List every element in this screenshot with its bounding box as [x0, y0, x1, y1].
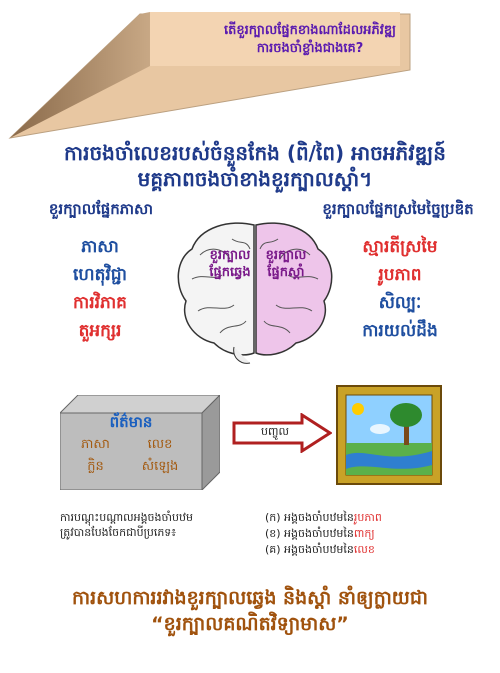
bottom-line-1: ការសហការរវាងខួរក្បាលឆ្វេង និងស្ដាំ នាំឲ្… — [72, 587, 428, 609]
banner-line-1: តើខួរក្បាលផ្នែកខាងណាដែលអភិវឌ្ឍ — [224, 23, 396, 38]
right-item-2: រូបភាព — [378, 265, 422, 285]
memory-type-3-prefix: (គ) អង្គចងចាំបឋមនៃ — [265, 543, 354, 556]
info-box-title: ព័ត៌មាន — [109, 413, 153, 431]
memory-type-2-prefix: (ខ) អង្គចងចាំបឋមនៃ — [265, 527, 354, 540]
memory-type-1-highlight: រូបភាព — [353, 511, 382, 524]
memory-types-list: (ក) អង្គចងចាំបឋមនៃរូបភាព (ខ) អង្គចងចាំបឋ… — [265, 510, 485, 558]
memory-type-1: (ក) អង្គចងចាំបឋមនៃរូបភាព — [265, 510, 485, 526]
memory-type-1-prefix: (ក) អង្គចងចាំបឋមនៃ — [265, 511, 354, 524]
caption-line-1: ការបណ្ដុះបណ្ដាលអង្គចងចាំបឋម — [60, 511, 193, 524]
right-arrow-icon — [232, 413, 332, 453]
brain-right-label: ខួរក្បាលផ្នែកស្ដាំ — [265, 248, 307, 280]
arrow-label: បញ្ចូល — [261, 425, 289, 438]
right-item-4: ការយល់ដឹង — [362, 321, 438, 341]
bottom-line-2: “ខួរក្បាលគណិតវិទ្យាមាស” — [151, 613, 349, 635]
info-cell-3: ក្លិន — [87, 459, 104, 474]
headline-line-2: មគ្គភាពចងចាំខាងខួរក្បាលស្ដាំ។ — [137, 167, 373, 191]
banner-wedge — [8, 12, 411, 139]
memory-type-2-highlight: ពាក្យ — [353, 527, 375, 540]
info-box — [60, 395, 220, 490]
info-cell-1: ភាសា — [81, 437, 110, 452]
left-item-4: តួអក្សរ — [78, 321, 122, 341]
left-item-3: ការវិភាគ — [73, 293, 127, 313]
caption: ការបណ្ដុះបណ្ដាលអង្គចងចាំបឋម ត្រូវបានបែងច… — [60, 510, 260, 540]
left-item-1: ភាសា — [81, 237, 119, 257]
bottom-statement: ការសហការរវាងខួរក្បាលឆ្វេង និងស្ដាំ នាំឲ្… — [10, 585, 490, 637]
memory-type-3-highlight: លេខ — [353, 543, 375, 556]
memory-type-2: (ខ) អង្គចងចាំបឋមនៃពាក្យ — [265, 526, 485, 542]
right-item-3: សិល្បៈ — [378, 293, 422, 313]
info-cell-4: សំឡេង — [141, 459, 179, 474]
caption-line-2: ត្រូវបានបែងចែកជាបីប្រភេទ៖ — [60, 526, 177, 539]
left-column-title: ខួរក្បាលផ្នែកភាសា — [48, 200, 154, 218]
info-cell-2: លេខ — [147, 437, 173, 452]
memory-type-3: (គ) អង្គចងចាំបឋមនៃលេខ — [265, 542, 485, 558]
headline-line-1: ការចងចាំលេខរបស់ចំនួនកែង (ពិ/ពៃ) អាចអភិវឌ… — [64, 141, 446, 165]
headline: ការចងចាំលេខរបស់ចំនួនកែង (ពិ/ពៃ) អាចអភិវឌ… — [30, 140, 480, 192]
left-item-2: ហេតុវិជ្ជា — [73, 265, 127, 285]
framed-picture — [336, 385, 442, 485]
brain-illustration — [177, 222, 333, 364]
brain-left-label: ខួរក្បាលផ្នែកឆ្វេង — [209, 248, 251, 280]
right-item-1: ស្មារតីស្រមៃ — [362, 237, 438, 257]
right-column-title: ខួរក្បាលផ្នែកស្រមៃច្នៃប្រឌិត — [322, 200, 474, 218]
banner-line-2: ការចងចាំខ្លាំងជាងគេ? — [256, 41, 364, 56]
